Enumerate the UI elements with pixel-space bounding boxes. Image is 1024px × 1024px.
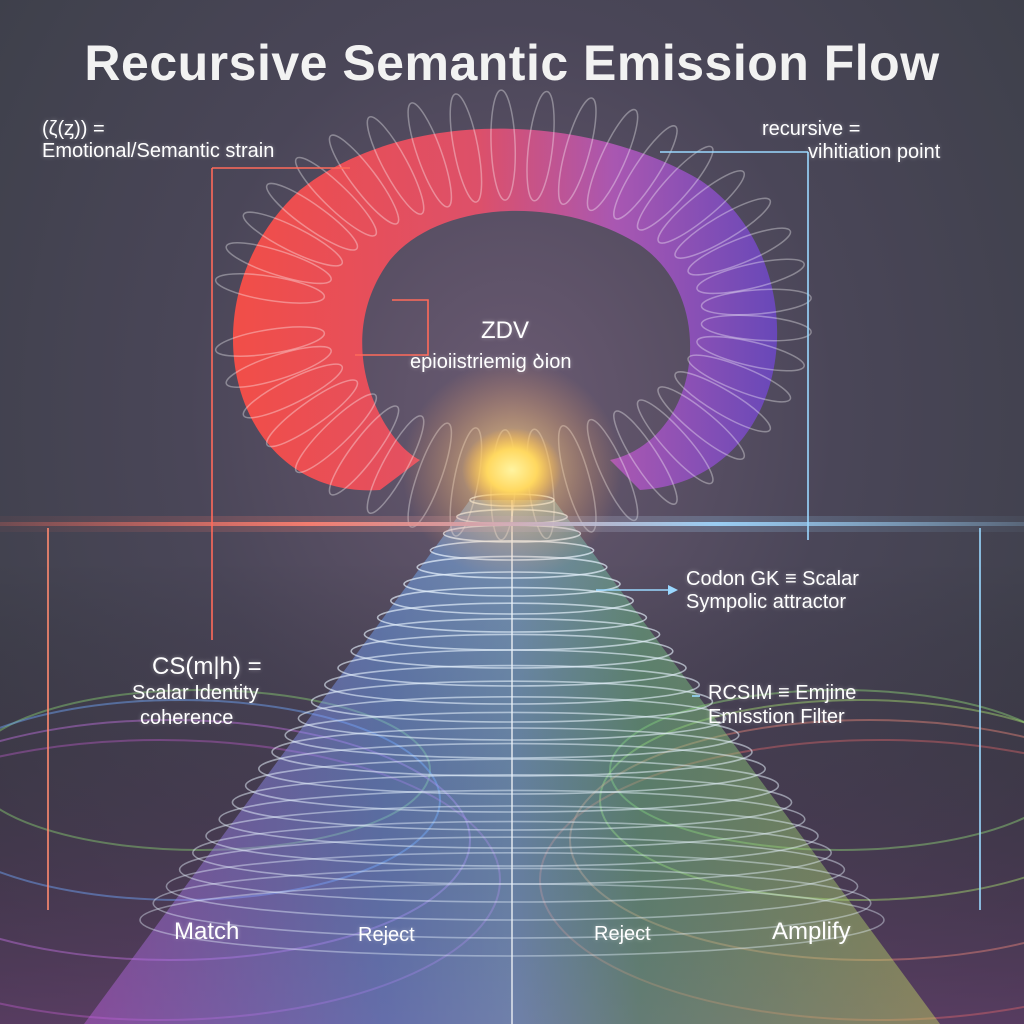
page-title: Recursive Semantic Emission Flow (84, 35, 940, 91)
cone-ring (205, 805, 819, 867)
cone-ring (152, 867, 872, 939)
torus-rib (526, 90, 555, 202)
output-reject-right: Reject (594, 923, 651, 945)
torus-rib (700, 288, 812, 316)
torus-rib (294, 393, 378, 474)
cs-label-line2: Scalar Identity (132, 682, 259, 704)
torus-rib (687, 227, 792, 276)
core-sphere (462, 428, 562, 512)
torus-rib (636, 145, 714, 231)
cone-ring (310, 680, 714, 723)
strain-label: Emotional/Semantic strain (42, 140, 275, 162)
torus-rib (490, 89, 517, 201)
codon-label-line1: Codon GK ≡ Scalar (686, 568, 859, 590)
strain-symbol: (ζ(ᶎ)) = (42, 118, 105, 140)
cone-ring (165, 852, 859, 921)
cone-ring (284, 711, 740, 759)
torus-rib (265, 182, 359, 251)
recursive-label-line1: recursive = (762, 118, 861, 140)
torus-rib (366, 115, 425, 215)
cone-ring (376, 602, 648, 633)
recursive-label-line2: vihitiation point (808, 141, 941, 163)
torus-rib (225, 345, 332, 388)
zdv-label: ZDV (481, 317, 529, 344)
output-amplify: Amplify (772, 918, 851, 945)
torus-rib (700, 314, 812, 342)
torus-rib (696, 335, 805, 372)
cone-ring (257, 742, 766, 795)
torus-rib (613, 410, 678, 505)
torus-rib (636, 399, 714, 485)
recursive-torus (214, 89, 812, 541)
rcsim-label-line2: Emisstion Filter (708, 706, 845, 728)
output-reject-left: Reject (358, 924, 415, 946)
torus-rib (586, 108, 639, 212)
cone-ring (191, 820, 833, 885)
torus-rib (449, 93, 483, 203)
zdv-sublabel: epioiistriemig Ბion (410, 351, 572, 373)
cs-label-line3: coherence (140, 707, 234, 729)
torus-rib (294, 156, 378, 237)
torus-rib (265, 379, 359, 448)
cone-ring (231, 774, 793, 831)
torus-rib (657, 386, 746, 460)
torus-rib (407, 102, 453, 208)
cone-ring (297, 696, 727, 741)
torus-rib (242, 211, 344, 267)
cone-ring (139, 883, 885, 957)
torus-rib (657, 170, 746, 244)
torus-rib (214, 273, 326, 304)
torus-rib (674, 371, 772, 433)
cone-ring (178, 836, 846, 903)
cone-ring (271, 727, 753, 777)
torus-rib (242, 363, 344, 419)
torus-rib (557, 97, 597, 206)
torus-rib (674, 197, 772, 259)
rcsim-label-line1: RCSIM ≡ Emjine (708, 682, 857, 704)
cone-rings (139, 493, 885, 957)
codon-label-line2: Sympolic attractor (686, 591, 847, 613)
cone-ring (244, 758, 780, 813)
torus-rib (687, 354, 792, 403)
torus-rib (328, 134, 400, 225)
torus-rib (696, 258, 805, 295)
torus-rib (225, 242, 332, 285)
torus-rib (214, 326, 326, 357)
output-match: Match (174, 918, 240, 945)
cone-ring (218, 789, 806, 849)
annotation-lines (47, 151, 981, 910)
torus-rib (328, 405, 400, 496)
cone-ring (350, 633, 674, 669)
cs-label-line1: CS(m|h) = (152, 653, 262, 680)
cone-ring (337, 649, 687, 687)
torus-rib (613, 125, 678, 220)
cone-ring (323, 664, 700, 705)
cone-ring (389, 586, 634, 615)
